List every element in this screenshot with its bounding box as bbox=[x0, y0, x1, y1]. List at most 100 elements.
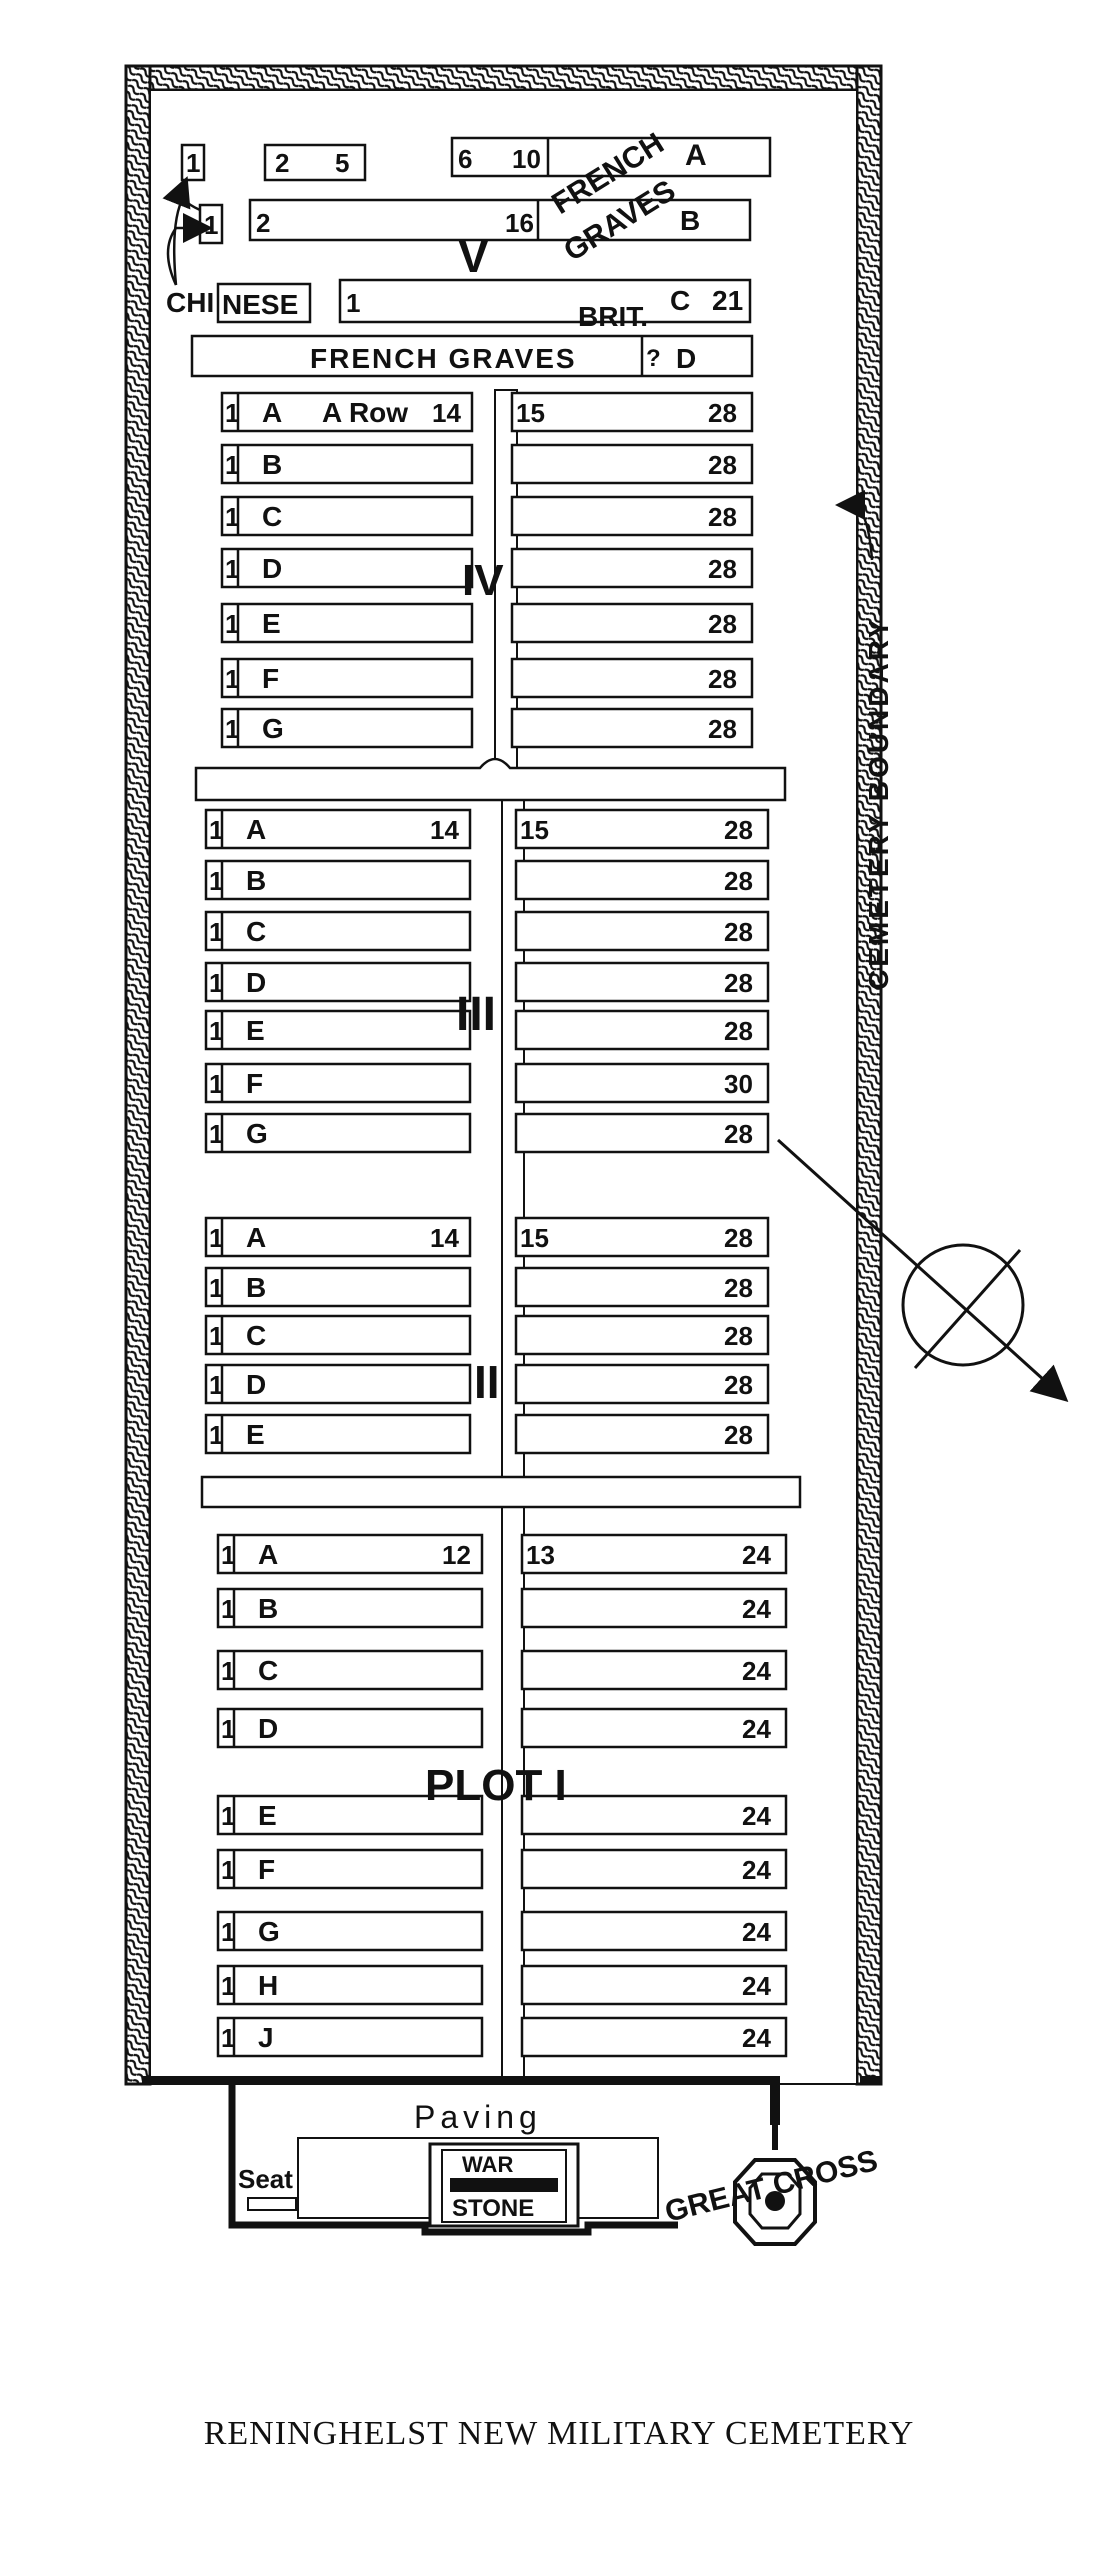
row-start-number: 1 bbox=[209, 1420, 223, 1450]
grave-row-right bbox=[514, 1363, 770, 1405]
row-end-number: 28 bbox=[724, 1016, 753, 1046]
grave-row-right bbox=[520, 1533, 788, 1575]
transverse-path-ii-i bbox=[200, 1475, 802, 1509]
row-mid-number: 13 bbox=[526, 1540, 555, 1570]
row-start-number: 1 bbox=[221, 1917, 235, 1947]
row-letter: C bbox=[262, 501, 282, 532]
grave-row-left bbox=[204, 1266, 472, 1308]
row-end-number: 28 bbox=[708, 609, 737, 639]
grave-row-right bbox=[514, 1112, 770, 1154]
row-mid-number: 15 bbox=[516, 398, 545, 428]
plot-iii-label: III bbox=[456, 988, 496, 1041]
row-letter: D bbox=[258, 1713, 278, 1744]
grave-row-left bbox=[204, 1009, 472, 1051]
grave-row-left bbox=[216, 1794, 484, 1836]
grave-number: 16 bbox=[505, 208, 534, 238]
grave-row-left bbox=[204, 1062, 472, 1104]
row-mid-number: 12 bbox=[442, 1540, 471, 1570]
chinese-label: NESE bbox=[222, 289, 298, 320]
row-end-number: 28 bbox=[724, 1273, 753, 1303]
grave-row-right bbox=[510, 707, 754, 749]
grave-row-right bbox=[514, 1413, 770, 1455]
grave-row-box bbox=[450, 136, 772, 178]
boundary-pointer bbox=[835, 490, 874, 561]
row-end-number: 28 bbox=[724, 1370, 753, 1400]
row-end-number: 24 bbox=[742, 1971, 771, 2001]
grave-row-left bbox=[204, 859, 472, 901]
grave-number: 1 bbox=[346, 288, 360, 318]
row-letter: E bbox=[262, 608, 281, 639]
row-end-number: 30 bbox=[724, 1069, 753, 1099]
transverse-path-iv-iii bbox=[194, 757, 787, 802]
grave-number: 1 bbox=[186, 148, 200, 178]
row-mid-number: 14 bbox=[432, 398, 461, 428]
grave-row-left bbox=[204, 1314, 472, 1356]
plot-ii-label: II bbox=[474, 1356, 500, 1408]
row-start-number: 1 bbox=[221, 1714, 235, 1744]
row-start-number: 1 bbox=[225, 398, 239, 428]
row-mid-number: 15 bbox=[520, 1223, 549, 1253]
row-letter: E bbox=[246, 1419, 265, 1450]
row-start-number: 1 bbox=[209, 815, 223, 845]
grave-row-right bbox=[520, 1794, 788, 1836]
grave-row-left bbox=[204, 1413, 472, 1455]
grave-row-left bbox=[216, 1910, 484, 1952]
row-end-number: 28 bbox=[708, 450, 737, 480]
war-stone: WAR STONE bbox=[428, 2142, 580, 2228]
row-end-number: 24 bbox=[742, 1917, 771, 1947]
grave-number: 5 bbox=[335, 148, 349, 178]
grave-row-left bbox=[220, 495, 474, 537]
brit-row-box bbox=[338, 278, 752, 324]
french-graves-row-label: FRENCH GRAVES bbox=[310, 343, 577, 374]
grave-row-right bbox=[514, 859, 770, 901]
row-end-number: 24 bbox=[742, 1801, 771, 1831]
row-letter: E bbox=[246, 1015, 265, 1046]
grave-row-left bbox=[204, 1112, 472, 1154]
row-letter: C bbox=[246, 916, 266, 947]
grave-row-right bbox=[514, 1062, 770, 1104]
grave-row-right bbox=[510, 443, 754, 485]
boundary-label: CEMETERY BOUNDARY bbox=[863, 616, 894, 990]
chinese-graves-box bbox=[216, 282, 312, 324]
row-end-number: 24 bbox=[742, 1656, 771, 1686]
row-start-number: 1 bbox=[209, 1321, 223, 1351]
grave-row-right bbox=[514, 1314, 770, 1356]
brit-label: BRIT. bbox=[578, 301, 648, 332]
grave-row-right bbox=[520, 1649, 788, 1691]
grave-row-box bbox=[263, 143, 367, 182]
row-letter: A bbox=[262, 397, 282, 428]
grave-row-left bbox=[216, 1964, 484, 2006]
grave-number: 1 bbox=[204, 210, 218, 240]
row-letter: E bbox=[258, 1800, 277, 1831]
grave-number: ? bbox=[646, 345, 661, 372]
grave-row-left bbox=[216, 1707, 484, 1749]
row-start-number: 1 bbox=[209, 1273, 223, 1303]
grave-letter: D bbox=[676, 343, 696, 374]
seat-icon bbox=[247, 2197, 297, 2211]
row-end-number: 24 bbox=[742, 1855, 771, 1885]
grave-box bbox=[180, 143, 206, 182]
grave-row-right bbox=[520, 1964, 788, 2006]
row-end-number: 24 bbox=[742, 1540, 771, 1570]
plot-iv-label: IV bbox=[462, 556, 504, 605]
paving-label: Paving bbox=[414, 2099, 542, 2135]
grave-row-left bbox=[216, 2016, 484, 2058]
grave-row-right bbox=[514, 808, 770, 850]
grave-row-left bbox=[220, 391, 474, 433]
row-end-number: 28 bbox=[708, 714, 737, 744]
grave-letter: A bbox=[685, 139, 707, 172]
great-cross bbox=[733, 2080, 817, 2246]
row-end-number: 28 bbox=[724, 1223, 753, 1253]
row-letter: C bbox=[246, 1320, 266, 1351]
row-start-number: 1 bbox=[221, 1855, 235, 1885]
row-letter: A bbox=[246, 814, 266, 845]
war-stone-label: STONE bbox=[452, 2195, 534, 2222]
row-letter: F bbox=[262, 663, 279, 694]
grave-row-right bbox=[514, 1009, 770, 1051]
row-start-number: 1 bbox=[225, 609, 239, 639]
row-start-number: 1 bbox=[221, 1801, 235, 1831]
grave-row-right bbox=[510, 495, 754, 537]
row-start-number: 1 bbox=[221, 1540, 235, 1570]
row-start-number: 1 bbox=[209, 1370, 223, 1400]
